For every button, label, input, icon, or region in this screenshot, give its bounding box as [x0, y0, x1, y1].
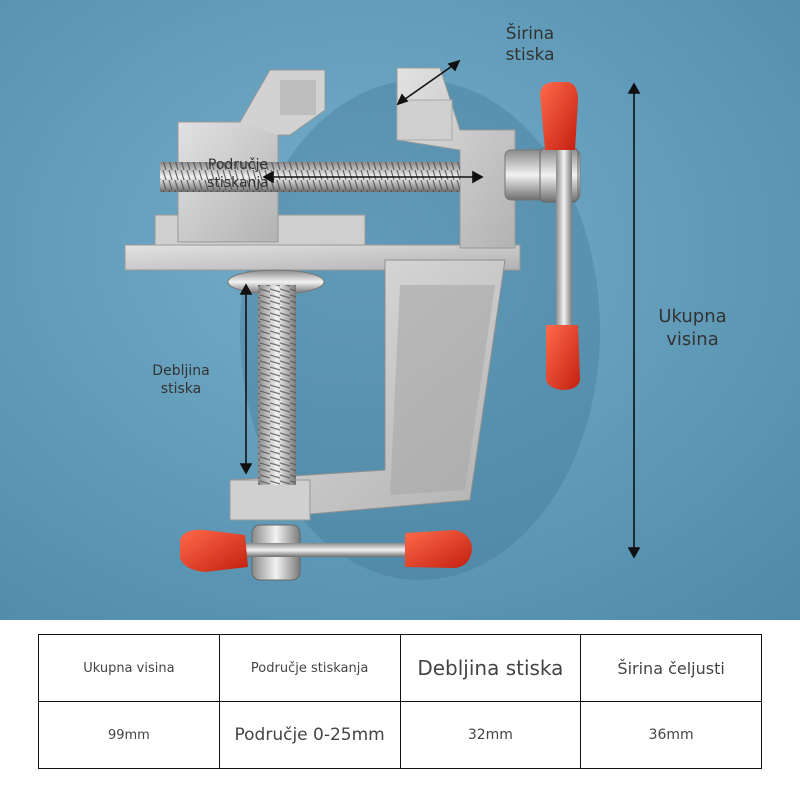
width-label: Širina stiska [505, 24, 555, 66]
clamping-range-arrow [262, 170, 484, 184]
spec-value-row: 99mm Područje 0-25mm 32mm 36mm [38, 701, 762, 769]
height-label: Ukupna visina [658, 306, 727, 350]
value-sirina-celjusti: 36mm [580, 701, 762, 769]
value-debljina-stiska: 32mm [399, 701, 582, 769]
header-sirina-celjusti: Širina čeljusti [580, 634, 762, 702]
clamping-range-label: Područje stiskanja [207, 157, 269, 191]
spec-header-row: Ukupna visina Područje stiskanja Debljin… [38, 634, 762, 702]
header-debljina-stiska: Debljina stiska [399, 634, 582, 702]
header-podrucje-stiskanja: Područje stiskanja [218, 634, 401, 702]
value-podrucje-stiskanja: Područje 0-25mm [218, 701, 401, 769]
right-handle [540, 82, 580, 390]
thickness-arrow [239, 283, 253, 475]
product-photo [0, 0, 800, 620]
width-arrow [396, 59, 461, 106]
spec-table: Ukupna visina Područje stiskanja Debljin… [38, 634, 762, 769]
height-arrow [627, 82, 641, 559]
value-ukupna-visina: 99mm [38, 701, 220, 769]
vise-body [124, 67, 521, 521]
header-ukupna-visina: Ukupna visina [38, 634, 220, 702]
bottom-handle [180, 529, 472, 572]
thickness-label: Debljina stiska [152, 363, 210, 397]
